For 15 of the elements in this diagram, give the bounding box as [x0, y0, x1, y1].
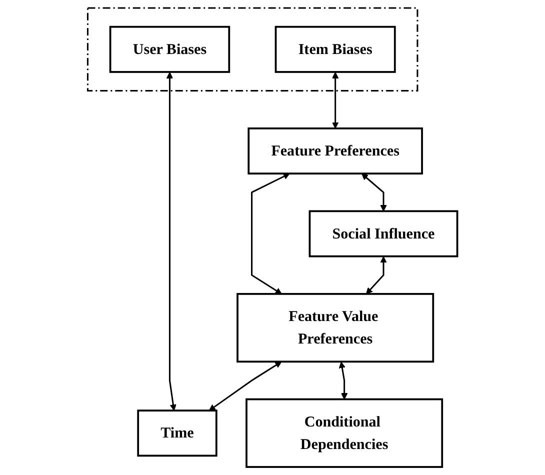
arrow — [251, 173, 290, 294]
arrow — [338, 362, 348, 400]
cluster — [86, 7, 418, 92]
node-box: Conditional Dependencies — [246, 398, 444, 468]
node-box: Social Influence — [308, 210, 458, 258]
node-box: Time — [137, 410, 218, 457]
arrow — [362, 173, 387, 212]
node-box: Item Biases — [274, 26, 396, 73]
arrow — [166, 72, 176, 411]
node-box: User Biases — [109, 26, 230, 73]
arrow — [332, 72, 339, 129]
arrow — [366, 256, 387, 294]
node-box: Feature Preferences — [248, 127, 423, 174]
arrow — [208, 362, 282, 411]
node-box: Feature Value Preferences — [236, 293, 434, 363]
